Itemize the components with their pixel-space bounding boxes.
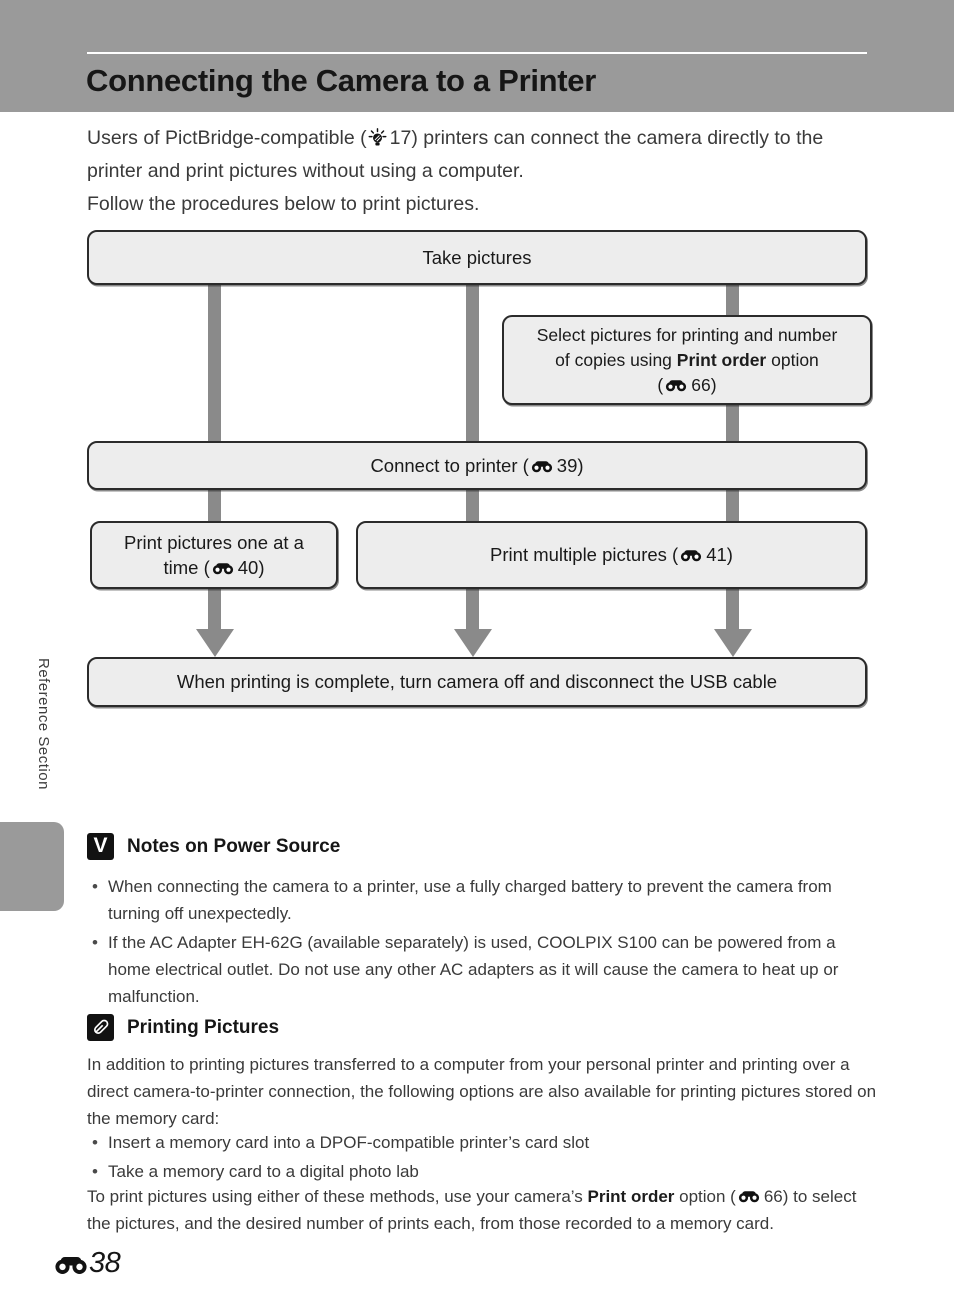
notes-bullet-1: When connecting the camera to a printer,…	[108, 877, 832, 923]
outro-mid: option (	[674, 1187, 736, 1206]
list-item: Insert a memory card into a DPOF-compati…	[87, 1129, 877, 1156]
notes-bullet-2: If the AC Adapter EH-62G (available sepa…	[108, 933, 839, 1006]
select-line1: Select pictures for printing and number	[536, 324, 838, 345]
arrow-head-middle-icon	[454, 629, 492, 657]
intro-paragraph-2: Follow the procedures below to print pic…	[87, 193, 480, 215]
select-print-order-bold: Print order	[676, 349, 767, 370]
sidebar-section-tab	[0, 822, 64, 911]
reference-page-icon	[531, 460, 552, 472]
flow-box-finish: When printing is complete, turn camera o…	[87, 657, 867, 707]
outro-pre: To print pictures using either of these …	[87, 1187, 588, 1206]
intro-text: Users of PictBridge-compatible ( 17) prin…	[87, 122, 875, 221]
notes-power-heading-label: Notes on Power Source	[127, 835, 341, 857]
arrow-shaft-left	[208, 587, 221, 631]
printing-pictures-heading: Printing Pictures	[87, 1014, 279, 1041]
connector-middle-mid	[466, 488, 479, 523]
printing-outro-paragraph: To print pictures using either of these …	[87, 1183, 877, 1237]
flow-box-take-pictures: Take pictures	[87, 230, 867, 285]
printing-pictures-outro: To print pictures using either of these …	[87, 1183, 877, 1237]
notes-power-heading: V Notes on Power Source	[87, 833, 340, 860]
paperclip-glyph-icon	[93, 1019, 109, 1035]
arrow-shaft-middle	[466, 587, 479, 631]
printing-pictures-intro: In addition to printing pictures transfe…	[87, 1051, 877, 1132]
printing-pictures-bullets: Insert a memory card into a DPOF-compati…	[87, 1129, 877, 1187]
print-one-post: )	[258, 557, 265, 578]
reference-page-icon	[681, 550, 702, 562]
page-header-band	[0, 0, 954, 112]
flow-box-print-multiple: Print multiple pictures ( 41)	[356, 521, 867, 589]
intro-p1-ref: 17	[389, 127, 412, 149]
intro-p1-post: ) printers can connect the camera direct…	[87, 127, 824, 182]
print-multiple-post: )	[726, 544, 733, 565]
sidebar-section-label: Reference Section	[35, 658, 52, 790]
flow-box-select-pictures: Select pictures for printing and number …	[502, 315, 872, 405]
footer-page-reference: 38	[54, 1247, 121, 1280]
page-title: Connecting the Camera to a Printer	[86, 63, 597, 98]
reference-page-icon	[212, 563, 233, 575]
flow-box-connect-printer: Connect to printer ( 39)	[87, 441, 867, 490]
header-divider	[87, 52, 867, 54]
print-one-ref-number: 40	[237, 557, 259, 578]
arrow-shaft-right	[726, 587, 739, 631]
printing-bullet-1: Insert a memory card into a DPOF-compati…	[108, 1133, 590, 1152]
outro-ref-number: 66	[763, 1187, 783, 1206]
printing-pictures-heading-label: Printing Pictures	[127, 1016, 280, 1038]
connector-middle-upper	[466, 282, 479, 443]
select-line3-post: )	[710, 374, 717, 395]
footer-page-number: 38	[89, 1247, 121, 1279]
connector-right-mid	[726, 488, 739, 523]
print-one-line2-pre: time (	[163, 557, 210, 578]
notes-power-bullets: When connecting the camera to a printer,…	[87, 873, 877, 1012]
print-one-line1: Print pictures one at a	[124, 532, 304, 553]
select-ref-number: 66	[691, 374, 711, 395]
select-line2-post: option	[766, 349, 819, 370]
take-pictures-label: Take pictures	[422, 246, 532, 268]
print-multiple-pre: Print multiple pictures (	[490, 544, 679, 565]
connector-left-mid	[208, 488, 221, 523]
tip-paperclip-icon	[87, 1014, 114, 1041]
outro-post: ) to select the pictures, and the desire…	[87, 1187, 857, 1233]
list-item: Take a memory card to a digital photo la…	[87, 1158, 877, 1185]
flow-box-print-one: Print pictures one at a time ( 40)	[90, 521, 338, 589]
print-one-label: Print pictures one at a time ( 40)	[124, 530, 304, 580]
print-multiple-ref-number: 41	[706, 544, 727, 565]
connector-left-upper	[208, 282, 221, 443]
reference-page-icon	[55, 1256, 87, 1274]
reference-page-icon	[738, 1191, 759, 1203]
checkmark-note-icon: V	[87, 833, 114, 860]
checkmark-note-glyph: V	[93, 834, 108, 857]
printing-bullet-2: Take a memory card to a digital photo la…	[108, 1162, 419, 1181]
connect-ref-number: 39	[556, 454, 578, 476]
list-item: When connecting the camera to a printer,…	[87, 873, 877, 927]
arrow-head-left-icon	[196, 629, 234, 657]
printing-intro-paragraph: In addition to printing pictures transfe…	[87, 1055, 877, 1128]
arrow-head-right-icon	[714, 629, 752, 657]
finish-label: When printing is complete, turn camera o…	[176, 671, 778, 692]
select-pictures-label: Select pictures for printing and number …	[537, 323, 838, 398]
intro-p1-pre: Users of PictBridge-compatible (	[87, 127, 367, 149]
reference-page-icon	[666, 379, 687, 391]
select-line2-pre: of copies using	[555, 349, 677, 370]
tech-notes-lightbulb-icon	[368, 128, 387, 146]
connect-post: )	[577, 454, 584, 476]
list-item: If the AC Adapter EH-62G (available sepa…	[87, 929, 877, 1010]
outro-print-order-bold: Print order	[587, 1187, 675, 1206]
select-line3-pre: (	[657, 374, 664, 395]
print-multiple-label: Print multiple pictures ( 41)	[490, 544, 733, 566]
connect-pre: Connect to printer (	[370, 454, 529, 476]
connect-printer-label: Connect to printer ( 39)	[370, 455, 583, 477]
intro-paragraph-1: Users of PictBridge-compatible ( 17) prin…	[87, 122, 875, 188]
